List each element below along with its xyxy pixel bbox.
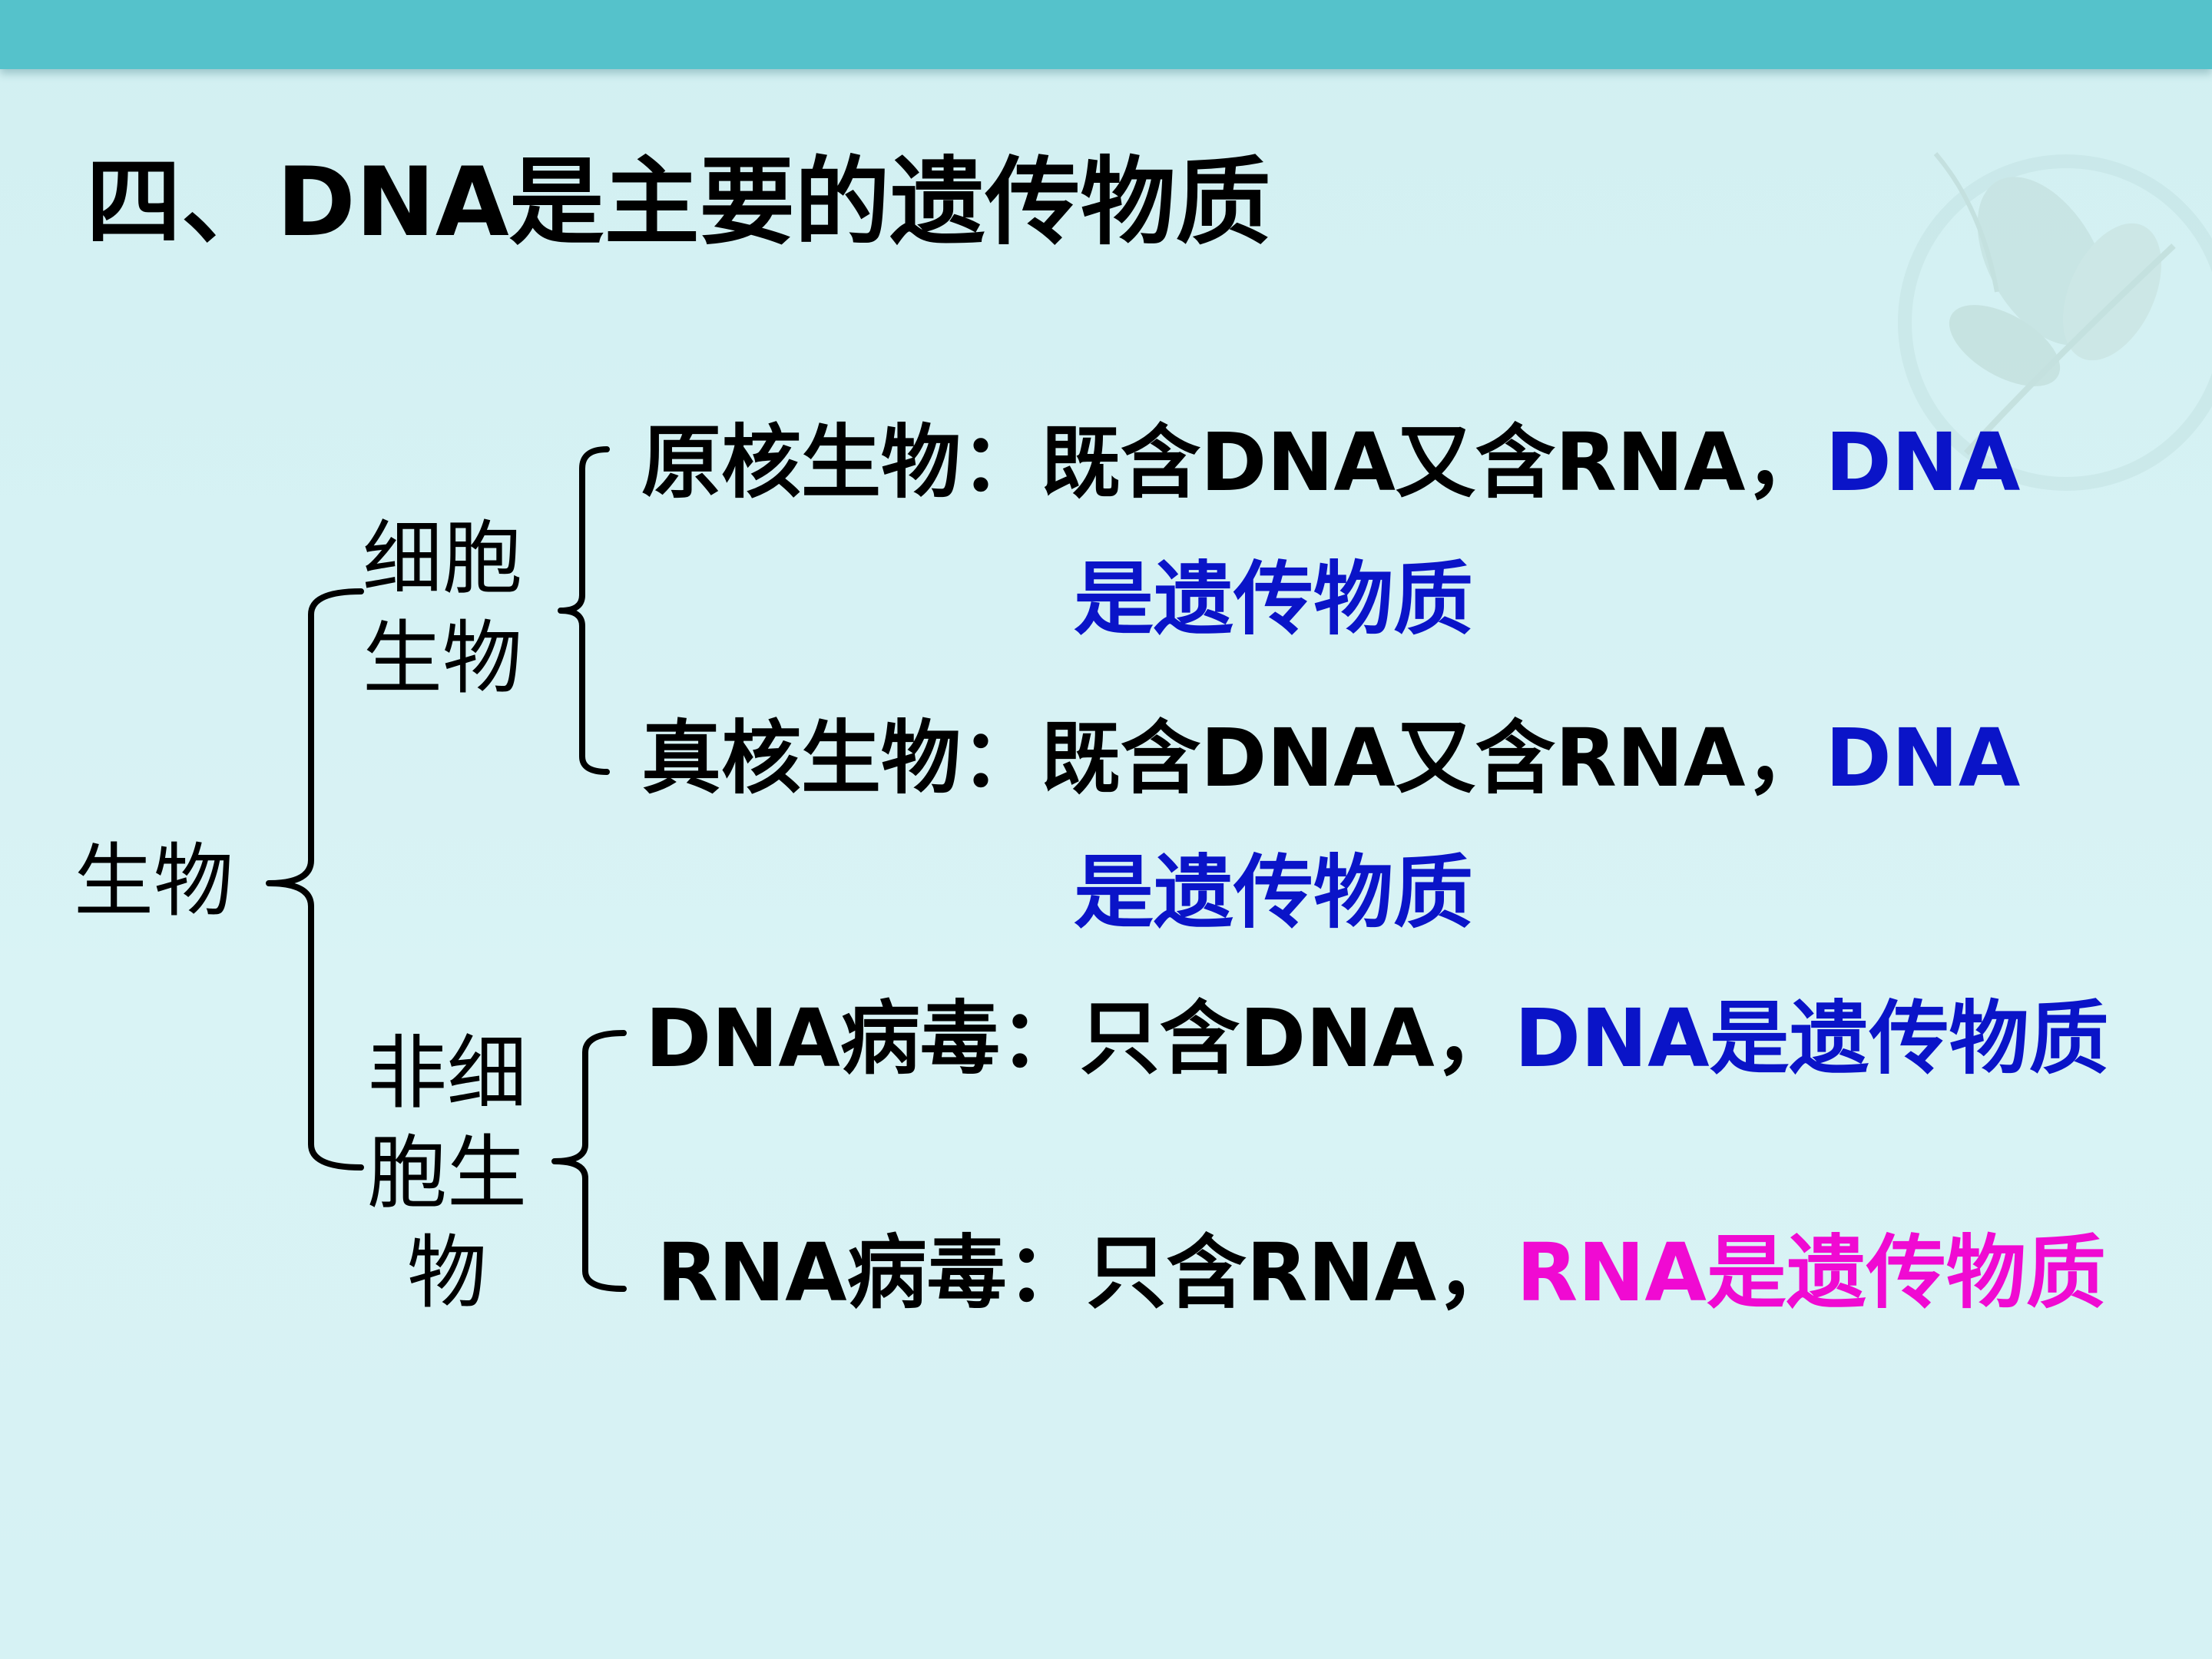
flower-watermark-icon	[1898, 152, 2212, 491]
prokaryote-highlight-2: 是遗传物质	[1074, 552, 1474, 646]
eukaryote-prefix: 真核生物：既含DNA又含RNA，	[641, 711, 1826, 805]
top-bar	[0, 0, 2212, 69]
dna-virus-prefix: DNA病毒：只含DNA，	[645, 992, 1515, 1085]
root-label: 生物	[74, 834, 234, 928]
cellular-brace	[558, 446, 610, 775]
noncellular-brace	[551, 1030, 627, 1292]
rna-virus-row: RNA病毒：只含RNA，RNA是遗传物质	[657, 1225, 2106, 1321]
dna-virus-highlight: DNA是遗传物质	[1514, 992, 2109, 1085]
noncellular-label-line1: 非细	[367, 1026, 528, 1120]
noncellular-label-line2: 胞生	[367, 1126, 528, 1220]
eukaryote-highlight-1: DNA	[1825, 711, 2021, 805]
prokaryote-row: 原核生物：既含DNA又含RNA，DNA	[641, 415, 2020, 511]
noncellular-label-line3: 物	[407, 1226, 488, 1320]
root-brace	[266, 588, 364, 1171]
cellular-label-line2: 生物	[363, 611, 523, 705]
slide-title: 四、DNA是主要的遗传物质	[86, 147, 1271, 258]
dna-virus-row: DNA病毒：只含DNA，DNA是遗传物质	[645, 991, 2109, 1087]
eukaryote-highlight-2: 是遗传物质	[1074, 846, 1474, 939]
rna-virus-highlight: RNA是遗传物质	[1516, 1226, 2106, 1320]
eukaryote-row: 真核生物：既含DNA又含RNA，DNA	[641, 710, 2020, 806]
rna-virus-prefix: RNA病毒：只含RNA，	[657, 1226, 1517, 1320]
cellular-label-line1: 细胞	[363, 512, 523, 605]
prokaryote-prefix: 原核生物：既含DNA又含RNA，	[641, 416, 1826, 509]
prokaryote-highlight-1: DNA	[1825, 416, 2021, 509]
